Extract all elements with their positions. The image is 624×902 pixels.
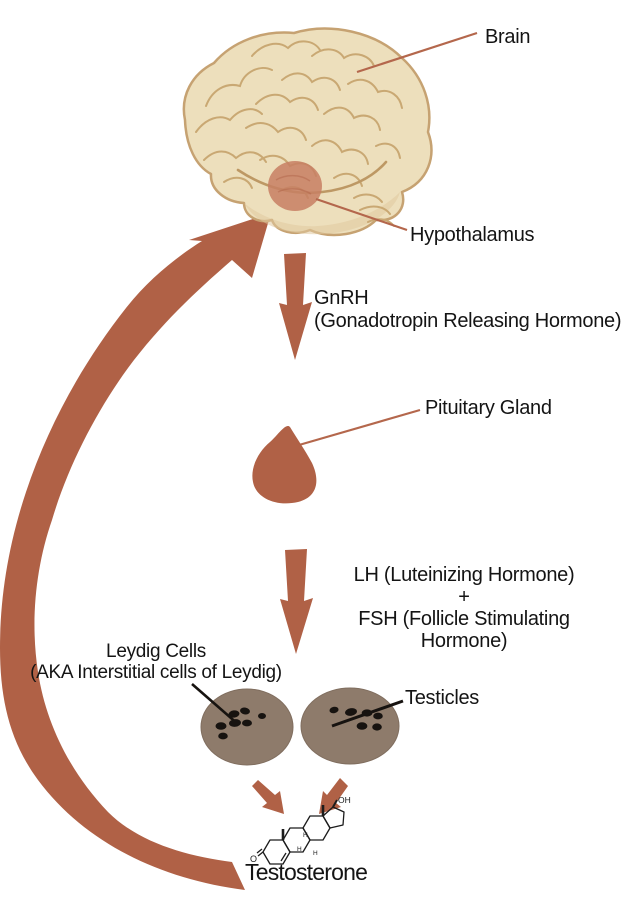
plus-sign: + — [458, 586, 470, 608]
leydig-leader-line — [191, 683, 240, 726]
hydrogen-label: H — [297, 846, 302, 853]
leydig-title: Leydig Cells — [106, 641, 206, 662]
gnrh-abbr: GnRH — [314, 287, 369, 309]
ketone-oxygen-label: O — [250, 854, 257, 864]
lh-fsh-down-arrow-icon — [280, 549, 313, 654]
fsh-label: FSH (Follicle Stimulating Hormone) — [358, 608, 570, 652]
pituitary-gland-label: Pituitary Gland — [425, 397, 552, 419]
testosterone-molecule: OH O H H H — [250, 795, 351, 865]
brain-gyri — [195, 40, 403, 227]
hypothalamus-texture — [275, 174, 312, 195]
pituitary-leader-line — [298, 408, 421, 447]
converge-arrow-left-icon — [252, 780, 284, 814]
testosterone-label: Testosterone — [245, 859, 368, 885]
testicles-illustration — [191, 683, 404, 766]
leydig-subtitle: (AKA Interstitial cells of Leydig) — [30, 662, 282, 683]
lh-fsh-label: LH (Luteinizing Hormone) + FSH (Follicle… — [314, 564, 614, 652]
brain-leader-line — [356, 31, 478, 74]
hydrogen-label: H — [303, 832, 308, 839]
hypothalamus-leader-line — [315, 197, 408, 232]
gnrh-down-arrow-icon — [279, 253, 312, 360]
lh-label: LH (Luteinizing Hormone) — [353, 564, 575, 586]
hydrogen-label: H — [313, 850, 318, 857]
leydig-cells-label: Leydig Cells (AKA Interstitial cells of … — [16, 641, 296, 683]
hypothalamus-label: Hypothalamus — [410, 224, 535, 246]
converge-arrow-right-icon — [319, 778, 348, 814]
pituitary-illustration — [252, 425, 317, 504]
brain-illustration — [182, 27, 433, 237]
brain-outline — [182, 27, 433, 237]
feedback-loop-arrow-icon — [0, 213, 271, 890]
brain-label: Brain — [485, 26, 531, 48]
testicle-left — [200, 688, 294, 766]
brain-underside-shading — [244, 192, 400, 235]
gnrh-label: GnRH (Gonadotropin Releasing Hormone) — [314, 287, 622, 333]
testicles-label: Testicles — [405, 687, 479, 709]
testicles-leader-line — [331, 699, 404, 728]
hydroxyl-label: OH — [338, 795, 351, 805]
testicle-right — [300, 687, 400, 765]
gnrh-full-name: (Gonadotropin Releasing Hormone) — [314, 310, 622, 332]
hypothalamus-region — [268, 161, 322, 211]
